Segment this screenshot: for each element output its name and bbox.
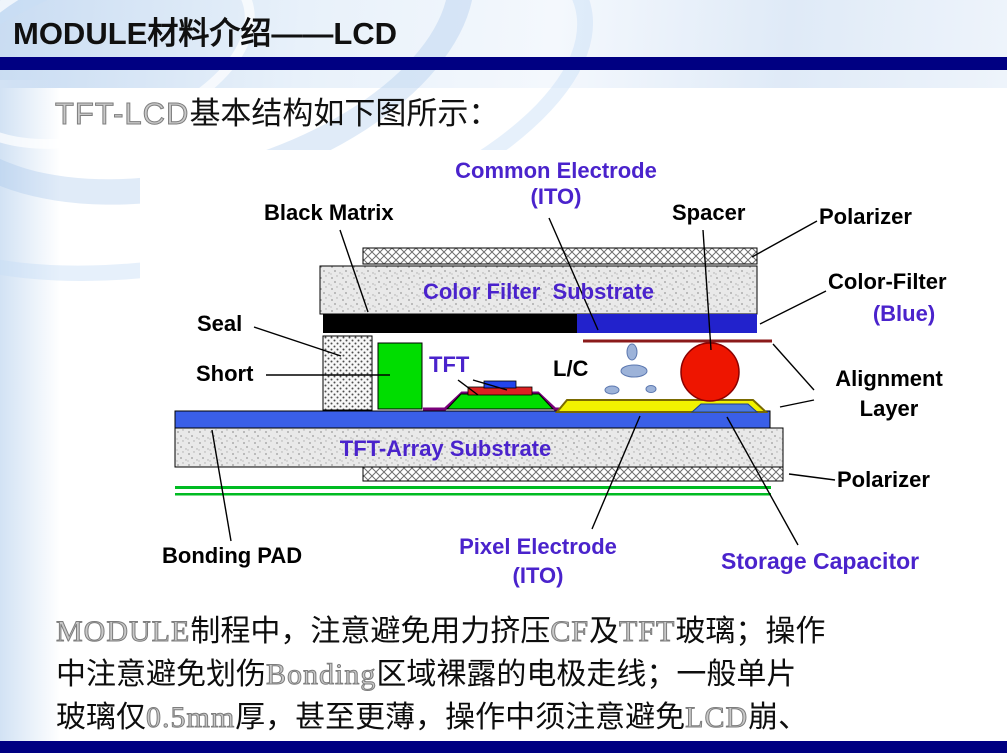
leader-alignment-top: [772, 343, 815, 391]
black-matrix-shape: [323, 314, 577, 333]
leader-spacer: [702, 229, 712, 351]
leader-pixel-electrode: [591, 415, 641, 530]
body-segment: MODULE: [55, 615, 191, 649]
label-common-electrode: Common Electrode (ITO): [420, 158, 692, 210]
background-left-wash: [0, 80, 60, 753]
storage-capacitor-shape: [690, 403, 759, 413]
body-segment: TFT: [619, 615, 676, 649]
label-common-electrode-sub: (ITO): [530, 184, 582, 209]
label-color-filter-substrate: Color Filter Substrate: [422, 279, 655, 304]
color-filter-blue-shape: [577, 314, 757, 333]
short-shape: [377, 342, 423, 410]
background-top-band: [0, 0, 1007, 88]
body-line-3: 玻璃仅0.5mm厚，甚至更薄，操作中须注意避免LCD崩、: [56, 696, 986, 739]
leader-tft-2: [472, 379, 508, 391]
body-segment: 崩、: [748, 701, 809, 734]
label-alignment-line2: Layer: [859, 396, 919, 421]
top-polarizer-shape: [362, 247, 758, 265]
diagram-background: [140, 150, 995, 605]
body-segment: 制程中，注意避免用力挤压: [190, 615, 551, 648]
leader-black-matrix: [339, 229, 369, 313]
body-segment: 0.5mm: [145, 701, 236, 735]
label-pixel-electrode: Pixel Electrode (ITO): [428, 532, 648, 590]
subtitle: TFT-LCD基本结构如下图所示：: [54, 88, 500, 133]
label-bonding-pad: Bonding PAD: [162, 543, 303, 568]
subtitle-latin: TFT-LCD: [54, 96, 190, 132]
spacer-shape: [680, 342, 740, 402]
leader-common-electrode: [548, 217, 599, 331]
title-underline-bar: [0, 57, 1007, 70]
body-segment: Bonding: [265, 658, 377, 692]
green-line-1: [175, 486, 771, 489]
label-spacer: Spacer: [672, 200, 746, 225]
label-tft-array-substrate: TFT-Array Substrate: [339, 436, 552, 461]
body-line-1: MODULE制程中，注意避免用力挤压CF及TFT玻璃；操作: [55, 610, 986, 653]
label-common-electrode-text: Common Electrode: [455, 158, 657, 183]
page-title: MODULE材料介绍——LCD: [13, 16, 398, 51]
leader-color-filter: [759, 290, 827, 325]
label-alignment-layer: Alignment Layer: [816, 364, 962, 424]
label-black-matrix: Black Matrix: [264, 200, 394, 225]
label-alignment-line1: Alignment: [835, 366, 943, 391]
lc-droplet: [620, 364, 648, 378]
label-tft: TFT: [429, 352, 470, 377]
leader-polarizer-top: [751, 220, 818, 258]
footer-bar: [0, 741, 1007, 753]
body-segment: 中注意避免划伤: [56, 658, 266, 691]
label-polarizer-bottom: Polarizer: [837, 467, 930, 492]
label-lc: L/C: [553, 356, 589, 381]
leader-lines: [211, 217, 836, 546]
body-segment: 区域裸露的电极走线；一般单片: [376, 658, 797, 691]
tft-array-substrate-shape: [174, 427, 784, 468]
body-segment: LCD: [685, 701, 749, 735]
leader-seal: [253, 326, 342, 357]
label-pixel-electrode-sub: (ITO): [512, 563, 564, 588]
tft-array-glass-shape: [174, 410, 771, 429]
body-line-2: 中注意避免划伤Bonding区域裸露的电极走线；一般单片: [56, 653, 986, 696]
label-storage-capacitor: Storage Capacitor: [721, 548, 920, 574]
tft-stack-green: [445, 393, 555, 410]
body-segment: 玻璃仅: [56, 701, 146, 734]
lc-droplet: [604, 385, 620, 395]
label-color-filter-blue: (Blue): [872, 301, 936, 326]
label-color-filter: Color-Filter: [828, 269, 947, 294]
color-filter-substrate-shape: [319, 265, 758, 315]
label-polarizer-top: Polarizer: [819, 204, 912, 229]
leader-alignment-bottom: [779, 399, 815, 408]
body-text: MODULE制程中，注意避免用力挤压CF及TFT玻璃；操作 中注意避免划伤Bon…: [55, 610, 986, 739]
label-short: Short: [196, 361, 254, 386]
leader-bonding-pad: [211, 429, 232, 542]
lc-droplet: [626, 343, 638, 361]
body-segment: 及: [589, 615, 620, 648]
green-line-2: [175, 493, 771, 496]
leader-tft-1: [457, 379, 479, 396]
bottom-polarizer-shape: [362, 466, 784, 482]
leader-storage-capacitor: [726, 416, 799, 546]
seal-shape: [322, 335, 373, 411]
body-segment: 玻璃；操作: [675, 615, 826, 648]
label-seal: Seal: [197, 311, 243, 336]
body-segment: CF: [550, 615, 590, 649]
label-pixel-electrode-text: Pixel Electrode: [459, 534, 617, 559]
lc-droplet: [645, 385, 657, 393]
leader-polarizer-bottom: [788, 473, 836, 481]
subtitle-chinese: 基本结构如下图所示：: [189, 96, 500, 131]
body-segment: 厚，甚至更薄，操作中须注意避免: [235, 701, 686, 734]
